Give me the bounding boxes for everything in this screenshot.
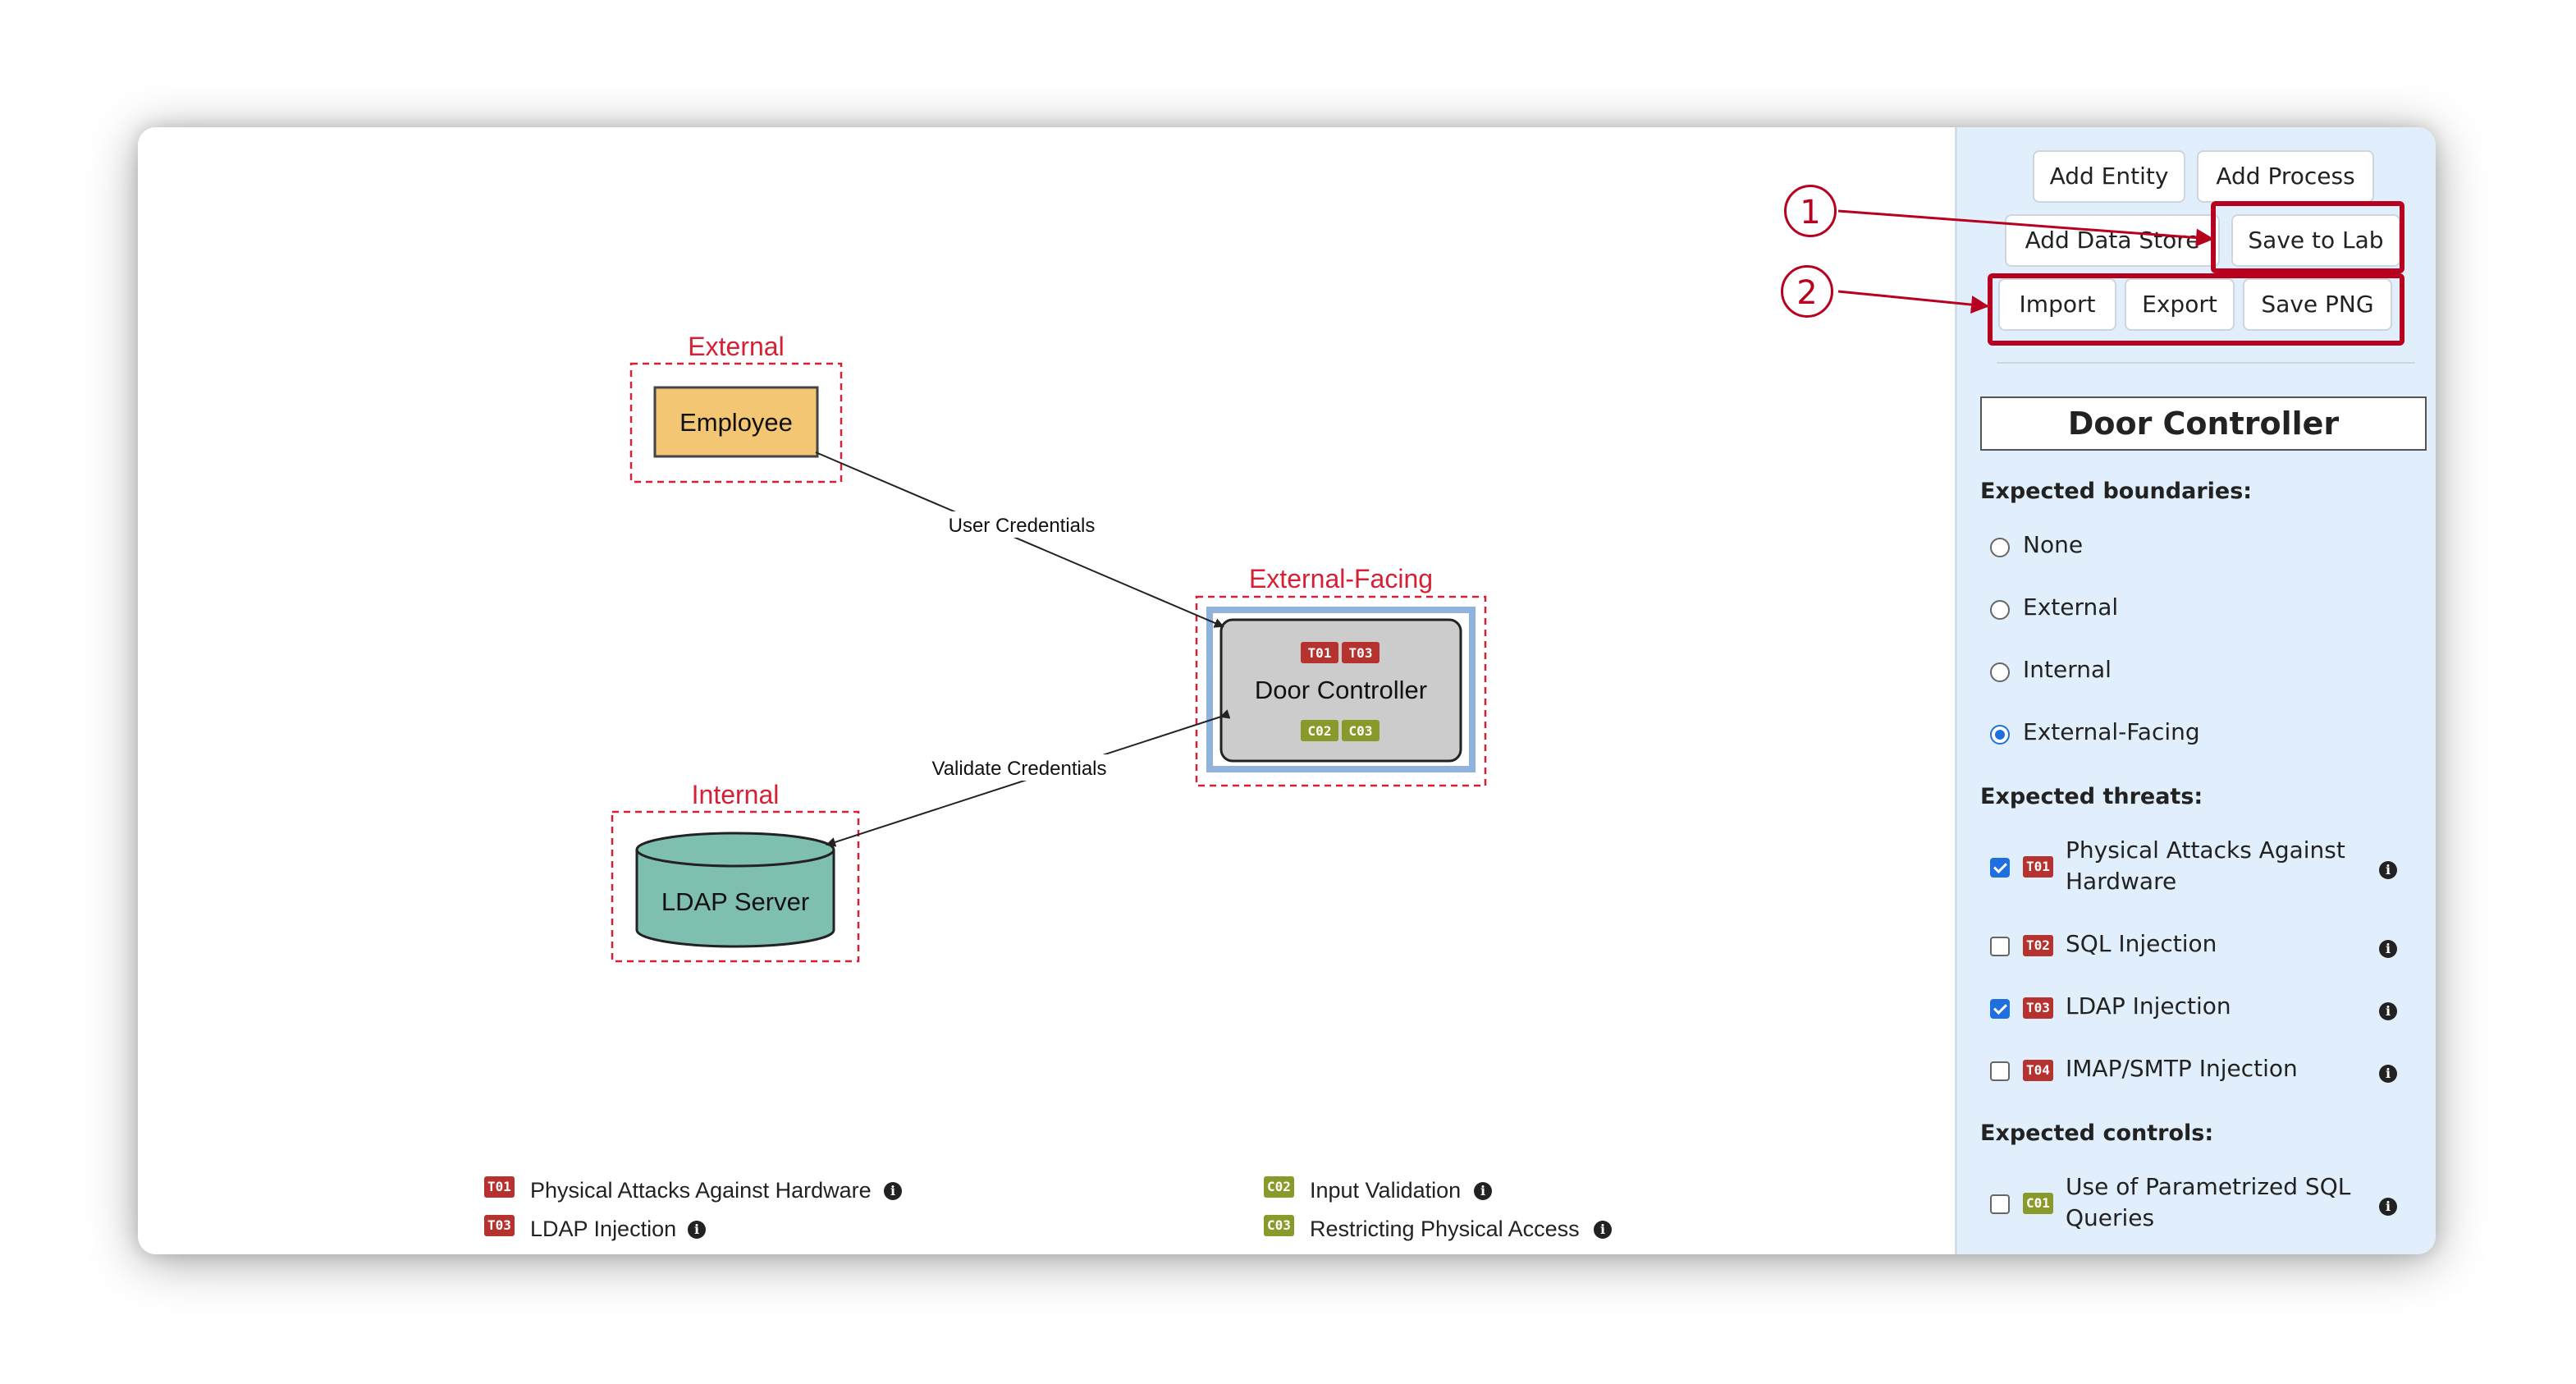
boundary-label-internal: Internal [692, 780, 780, 809]
save-to-lab-button[interactable]: Save to Lab [2231, 214, 2400, 267]
boundary-radio-external[interactable] [1990, 600, 2010, 620]
import-button[interactable]: Import [1998, 278, 2116, 331]
highlight-import-export [1988, 273, 2404, 346]
diagram-svg: External Employee External-Facing Door C… [611, 332, 1487, 963]
threat-checkbox-t01[interactable] [1990, 858, 2010, 878]
info-icon[interactable]: i [2379, 1198, 2397, 1216]
threat-badge-t04: T04 [2023, 1060, 2053, 1081]
datastore-ldap-server-label: LDAP Server [661, 887, 809, 916]
boundary-label-external-facing: External-Facing [1249, 564, 1433, 593]
info-icon[interactable]: i [2379, 940, 2397, 958]
boundary-label-external: External [688, 332, 784, 361]
boundary-radio-none[interactable] [1990, 538, 2010, 557]
threat-label-t03: LDAP Injection [2066, 992, 2231, 1020]
boundaries-heading: Expected boundaries: [1980, 479, 2253, 504]
threat-badge-t03: T03 [2023, 997, 2053, 1019]
node-threat-badge-1-text: T01 [1308, 645, 1332, 661]
add-entity-button[interactable]: Add Entity [2033, 150, 2185, 203]
boundary-external-facing[interactable] [1195, 595, 1487, 787]
info-icon[interactable]: i [2379, 861, 2397, 879]
info-icon[interactable]: i [1474, 1182, 1492, 1200]
app-window: External Employee External-Facing Door C… [138, 127, 2436, 1254]
info-icon[interactable]: i [884, 1182, 902, 1200]
threat-label-t04: IMAP/SMTP Injection [2066, 1055, 2298, 1082]
save-png-button[interactable]: Save PNG [2243, 278, 2392, 331]
flow-validate-credentials-label-bg [926, 754, 1113, 781]
flow-user-credentials-label-bg [944, 511, 1100, 538]
boundary-label-external-facing-option: External-Facing [2023, 718, 2200, 745]
node-threat-badge-2-text: T03 [1349, 645, 1373, 661]
boundary-radio-internal[interactable] [1990, 662, 2010, 682]
control-label-c01-line2: Queries [2066, 1204, 2155, 1231]
entity-employee-label: Employee [679, 408, 793, 437]
toolbar-divider [1997, 362, 2415, 364]
legend-control-label-1: Input Validation [1310, 1178, 1462, 1203]
process-door-controller[interactable] [1219, 618, 1462, 763]
node-control-badge-2 [1342, 720, 1380, 741]
process-door-controller-label: Door Controller [1255, 676, 1427, 704]
boundary-label-none: None [2023, 531, 2084, 558]
node-threat-badge-2 [1342, 642, 1380, 663]
threat-badge-t01: T01 [2023, 856, 2053, 878]
export-button[interactable]: Export [2125, 278, 2235, 331]
controls-heading: Expected controls: [1980, 1120, 2214, 1146]
legend-control-badge-2: C03 [1264, 1215, 1294, 1236]
boundary-external[interactable] [629, 362, 843, 483]
boundary-label-internal-option: Internal [2023, 656, 2112, 683]
legend-control-label-2: Restricting Physical Access [1310, 1217, 1580, 1241]
entity-employee[interactable] [653, 386, 819, 458]
selection-outline [1206, 607, 1476, 772]
threat-checkbox-t03[interactable] [1990, 999, 2010, 1019]
callout-2: 2 [1781, 265, 1833, 318]
flow-user-credentials[interactable] [815, 451, 1224, 628]
callout-1: 1 [1784, 185, 1837, 237]
legend-threat-badge-1: T01 [484, 1176, 515, 1198]
node-control-badge-1 [1301, 720, 1338, 741]
flow-validate-credentials-label: Validate Credentials [931, 758, 1106, 780]
flow-user-credentials-label: User Credentials [949, 515, 1096, 537]
boundary-internal[interactable] [611, 810, 860, 963]
properties-panel: Add Entity Add Process Add Data Store Sa… [1955, 127, 2436, 1254]
boundary-radio-external-facing[interactable] [1990, 725, 2010, 745]
threat-label-t01-line1: Physical Attacks Against [2066, 836, 2345, 864]
node-threat-badge-1 [1301, 642, 1338, 663]
control-label-c01-line1: Use of Parametrized SQL [2066, 1173, 2351, 1200]
diagram-canvas[interactable]: External Employee External-Facing Door C… [138, 127, 1955, 1254]
control-checkbox-c01[interactable] [1990, 1194, 2010, 1214]
threats-heading: Expected threats: [1980, 784, 2203, 809]
datastore-ldap-server[interactable] [635, 832, 835, 948]
boundary-label-external-option: External [2023, 593, 2119, 621]
node-control-badge-1-text: C02 [1308, 723, 1332, 739]
selected-element-title[interactable]: Door Controller [1980, 396, 2427, 451]
legend-threat-label-1: Physical Attacks Against Hardware [530, 1178, 872, 1203]
add-data-store-button[interactable]: Add Data Store [2005, 214, 2220, 267]
info-icon[interactable]: i [688, 1221, 706, 1239]
info-icon[interactable]: i [2379, 1002, 2397, 1020]
info-icon[interactable]: i [2379, 1065, 2397, 1083]
legend-control-badge-1: C02 [1264, 1176, 1294, 1198]
threat-label-t02: SQL Injection [2066, 930, 2217, 957]
legend-threat-label-2: LDAP Injection [530, 1217, 677, 1241]
info-icon[interactable]: i [1594, 1221, 1612, 1239]
legend-threat-badge-2: T03 [484, 1215, 515, 1236]
threat-checkbox-t02[interactable] [1990, 937, 2010, 956]
highlight-save-to-lab [2211, 201, 2404, 273]
add-process-button[interactable]: Add Process [2197, 150, 2374, 203]
threat-checkbox-t04[interactable] [1990, 1061, 2010, 1081]
node-control-badge-2-text: C03 [1349, 723, 1373, 739]
threat-badge-t02: T02 [2023, 935, 2053, 956]
threat-label-t01-line2: Hardware [2066, 868, 2177, 895]
control-badge-c01: C01 [2023, 1193, 2053, 1214]
